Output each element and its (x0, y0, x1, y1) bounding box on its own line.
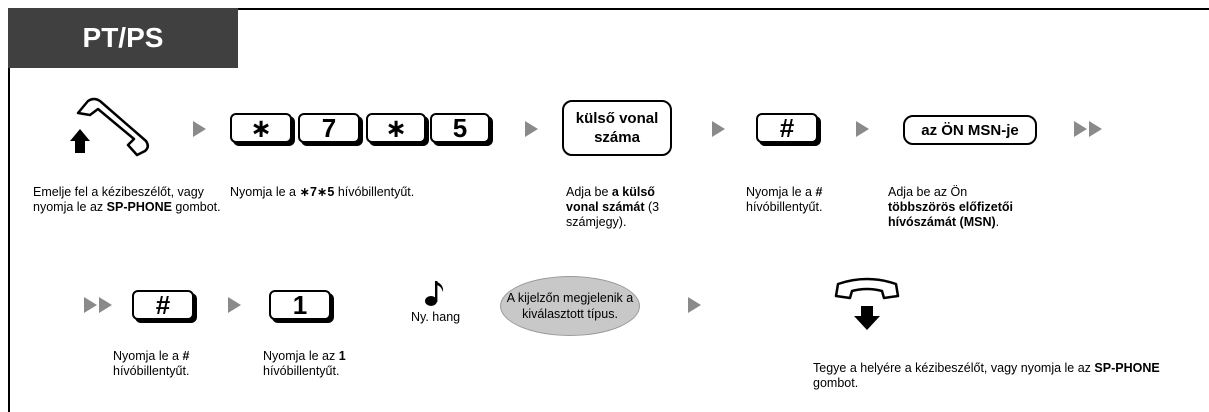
five-key: 5 (430, 113, 490, 143)
star-key-1: ∗ (230, 113, 292, 143)
next-arrow-icon (712, 121, 725, 137)
next-arrow-icon (856, 121, 869, 137)
step-press-hash-2-text: Nyomja le a # hívóbillentyűt. (113, 349, 190, 378)
handset-lift-icon (70, 97, 149, 157)
next-arrow-icon (193, 121, 206, 137)
next-arrow-icon (228, 297, 241, 313)
continue-double-arrow-icon (84, 297, 97, 313)
seven-key: 7 (298, 113, 360, 143)
diagram-frame (8, 8, 1209, 412)
header-tab: PT/PS (8, 8, 238, 68)
hash-key-2: # (132, 290, 194, 320)
step-press-hash-1-text: Nyomja le a # hívóbillentyűt. (746, 185, 823, 214)
step-enter-line-text: Adja be a külső vonal számát (3 számjegy… (566, 185, 660, 229)
step-enter-msn-text: Adja be az Ön többszörös előfizetői hívó… (888, 185, 1013, 229)
star-key-2: ∗ (366, 113, 426, 143)
continue-double-arrow-icon (99, 297, 112, 313)
continue-double-arrow-icon (1089, 121, 1102, 137)
music-note-icon (425, 281, 444, 306)
step-press-one-text: Nyomja le az 1 hívóbillentyűt. (263, 349, 346, 378)
outside-line-number-entry: külső vonal száma (562, 100, 672, 156)
msn-entry: az ÖN MSN-je (903, 115, 1037, 145)
next-arrow-icon (688, 297, 701, 313)
step-lift-text: Emelje fel a kézibeszélőt, vagy nyomja l… (33, 185, 221, 214)
continue-double-arrow-icon (1074, 121, 1087, 137)
handset-hangup-icon (834, 277, 900, 330)
hash-key-1: # (756, 113, 818, 143)
one-key: 1 (269, 290, 331, 320)
step-dial-feature-text: Nyomja le a ∗7∗5 hívóbillentyűt. (230, 185, 415, 199)
tone-label: Ny. hang (411, 310, 461, 324)
next-arrow-icon (525, 121, 538, 137)
display-message-bubble: A kijelzőn megjelenik a kiválasztott típ… (500, 276, 640, 336)
step-hang-up-text: Tegye a helyére a kézibeszélőt, vagy nyo… (813, 361, 1160, 390)
